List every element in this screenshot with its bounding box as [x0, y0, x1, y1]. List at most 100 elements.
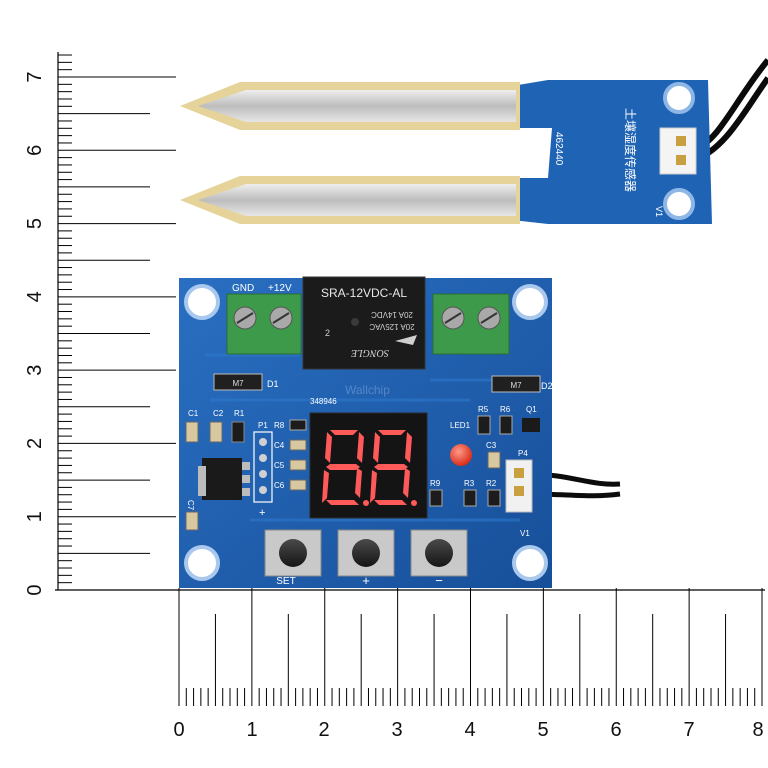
r9-label: R9: [430, 479, 441, 488]
p1-pin: [259, 470, 267, 478]
resistor-r5: [477, 415, 491, 435]
horizontal-ruler: 0 1 2 3 4 5 6 7 8: [55, 588, 765, 741]
v1-label: V1: [520, 529, 530, 538]
h-label: 5: [537, 719, 548, 741]
resistor-r6: [499, 415, 513, 435]
c7-label: C7: [186, 500, 195, 511]
segment-dp: [363, 500, 369, 506]
cap-c5: [289, 459, 307, 471]
p1-label: P1: [258, 421, 268, 430]
p1-pin: [259, 486, 267, 494]
set-button[interactable]: SET: [264, 529, 322, 587]
relay-dot: [351, 318, 359, 326]
cap-c2: [209, 421, 223, 443]
p4-pin: [514, 486, 524, 496]
diode-d2: [491, 375, 541, 393]
board-code-text: 348946: [310, 397, 337, 406]
controller-board: GND +12V SRA-12VDC-AL 20A 14VDC 20A 125V…: [179, 276, 621, 588]
cap-c3: [487, 451, 501, 469]
resistor-r1: [231, 421, 245, 443]
relay-rating-1: 20A 14VDC: [371, 310, 413, 319]
status-led: [450, 444, 472, 466]
q1-label: Q1: [526, 405, 537, 414]
v-label: 3: [24, 365, 46, 376]
h-label: 6: [610, 719, 621, 741]
segment: [370, 470, 377, 503]
resistor-r2: [487, 489, 501, 507]
probe-mount-hole: [663, 188, 695, 220]
segment: [357, 432, 364, 463]
d1-label: D1: [267, 379, 279, 389]
segment: [373, 432, 380, 463]
plus-button-label: +: [362, 573, 370, 588]
probe-code-text: 462440: [553, 132, 564, 166]
segment: [374, 464, 408, 470]
regulator-tab: [198, 466, 206, 496]
regulator-pin: [242, 488, 250, 496]
resistor-r3: [463, 489, 477, 507]
p1-pin: [259, 454, 267, 462]
voltage-regulator: [202, 458, 242, 500]
r8-label: R8: [274, 421, 285, 430]
board-mount-hole: [184, 284, 220, 320]
minus-button[interactable]: −: [410, 529, 468, 588]
display-digit-left: [322, 430, 369, 506]
c4-label: C4: [274, 441, 285, 450]
v-label: 0: [24, 584, 46, 595]
vertical-ruler: 7 6 5 4 3 2 1 0: [24, 52, 176, 596]
watermark-text: Wallchip: [345, 383, 390, 397]
gnd-label: GND: [232, 283, 254, 294]
probe-connector: [659, 127, 697, 175]
segment: [325, 432, 332, 463]
v-label: 7: [24, 71, 46, 82]
h-label: 0: [173, 719, 184, 741]
d2-label: D2: [541, 381, 553, 391]
transistor-q1: [522, 418, 540, 432]
relay-logo-mark: [395, 335, 417, 345]
segment: [326, 464, 360, 470]
board-mount-hole: [184, 545, 220, 581]
h-label: 8: [752, 719, 763, 741]
h-label: 7: [683, 719, 694, 741]
segment: [403, 468, 410, 498]
soil-moisture-probe: 462440 土壤湿度传感器 V1: [180, 58, 768, 224]
probe-cn-text: 土壤湿度传感器: [623, 108, 638, 192]
segment: [330, 430, 358, 435]
v12-label: +12V: [268, 283, 292, 294]
relay-rating-2: 20A 125VAC: [369, 322, 414, 331]
diode-mark: M7: [232, 379, 244, 388]
v-label: 4: [24, 291, 46, 302]
r5-label: R5: [478, 405, 489, 414]
segment: [374, 500, 407, 505]
cap-c4: [289, 439, 307, 451]
probe-prong-bottom-metal: [198, 184, 516, 216]
c2-label: C2: [213, 409, 224, 418]
r1-label: R1: [234, 409, 245, 418]
cap-c7: [185, 511, 199, 531]
relay-outline: [302, 276, 426, 370]
plus-button-cap[interactable]: [352, 539, 380, 567]
h-label: 4: [464, 719, 475, 741]
p1-header: [253, 431, 273, 503]
r3-label: R3: [464, 479, 475, 488]
v-label: 2: [24, 438, 46, 449]
minus-button-label: −: [435, 573, 443, 588]
probe-connector-pin: [676, 136, 686, 146]
cap-c6: [289, 479, 307, 491]
probe-prong-top-metal: [198, 90, 516, 122]
c3-label: C3: [486, 441, 497, 450]
horizontal-ruler-ticks: [178, 588, 763, 706]
regulator-pin: [242, 462, 250, 470]
segment: [378, 430, 406, 435]
c5-label: C5: [274, 461, 285, 470]
diode-mark: M7: [510, 381, 522, 390]
pcb-traces: [205, 353, 520, 522]
set-button-cap[interactable]: [279, 539, 307, 567]
minus-button-cap[interactable]: [425, 539, 453, 567]
plus-button[interactable]: +: [337, 529, 395, 588]
vertical-ruler-labels: 7 6 5 4 3 2 1 0: [24, 71, 46, 595]
segment: [405, 432, 412, 463]
segment: [355, 468, 362, 498]
p4-label: P4: [518, 449, 528, 458]
plus-label: +: [259, 507, 265, 519]
